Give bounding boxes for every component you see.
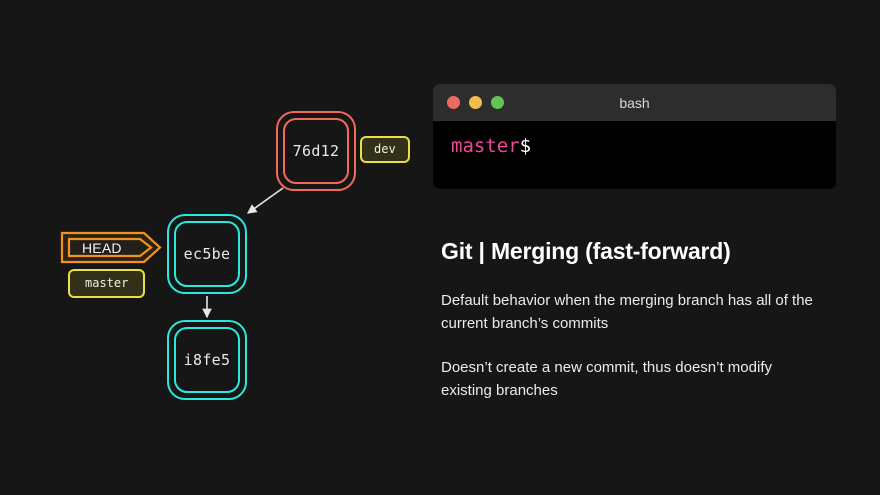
terminal-title: bash bbox=[619, 94, 650, 111]
node-outer-ring bbox=[167, 320, 247, 400]
branch-tag-master[interactable]: master bbox=[68, 269, 146, 298]
body-paragraph-2: Doesn’t create a new commit, thus doesn’… bbox=[441, 359, 772, 399]
window-controls bbox=[447, 96, 504, 109]
branch-tag-label: dev bbox=[374, 142, 396, 156]
head-pointer-label: HEAD bbox=[82, 239, 122, 256]
edge-76d12-to-ec5be bbox=[246, 187, 284, 214]
terminal-window[interactable]: bash master$ bbox=[433, 84, 836, 189]
commit-hash: ec5be bbox=[183, 245, 231, 263]
minimize-window-icon[interactable] bbox=[469, 96, 482, 109]
close-window-icon[interactable] bbox=[447, 96, 460, 109]
branch-tag-label: master bbox=[85, 276, 129, 290]
commit-hash: i8fe5 bbox=[183, 351, 231, 369]
node-outer-ring bbox=[167, 214, 247, 294]
node-outer-ring bbox=[276, 111, 356, 191]
terminal-body[interactable]: master$ bbox=[433, 121, 836, 189]
branch-tag-dev[interactable]: dev bbox=[360, 136, 410, 163]
head-pointer[interactable]: HEAD bbox=[60, 230, 162, 265]
node-inner-ring bbox=[174, 221, 240, 287]
terminal-titlebar: bash bbox=[433, 84, 836, 121]
slide-copy: Git | Merging (fast-forward) Default beh… bbox=[441, 238, 841, 402]
node-inner-ring bbox=[174, 327, 240, 393]
commit-graph: 76d12 ec5be i8fe5 dev master bbox=[0, 0, 430, 495]
prompt-sigil: $ bbox=[519, 135, 532, 157]
head-arrow-inner bbox=[67, 237, 153, 258]
maximize-window-icon[interactable] bbox=[491, 96, 504, 109]
body-paragraph-1: Default behavior when the merging branch… bbox=[441, 292, 813, 332]
page-title: Git | Merging (fast-forward) bbox=[441, 238, 731, 264]
commit-hash: 76d12 bbox=[292, 142, 340, 160]
commit-node-76d12[interactable]: 76d12 bbox=[276, 111, 356, 191]
node-inner-ring bbox=[283, 118, 349, 184]
head-pointer-shape bbox=[60, 231, 162, 264]
commit-node-ec5be[interactable]: ec5be bbox=[167, 214, 247, 294]
commit-node-i8fe5[interactable]: i8fe5 bbox=[167, 320, 247, 400]
prompt-branch: master bbox=[451, 135, 520, 157]
